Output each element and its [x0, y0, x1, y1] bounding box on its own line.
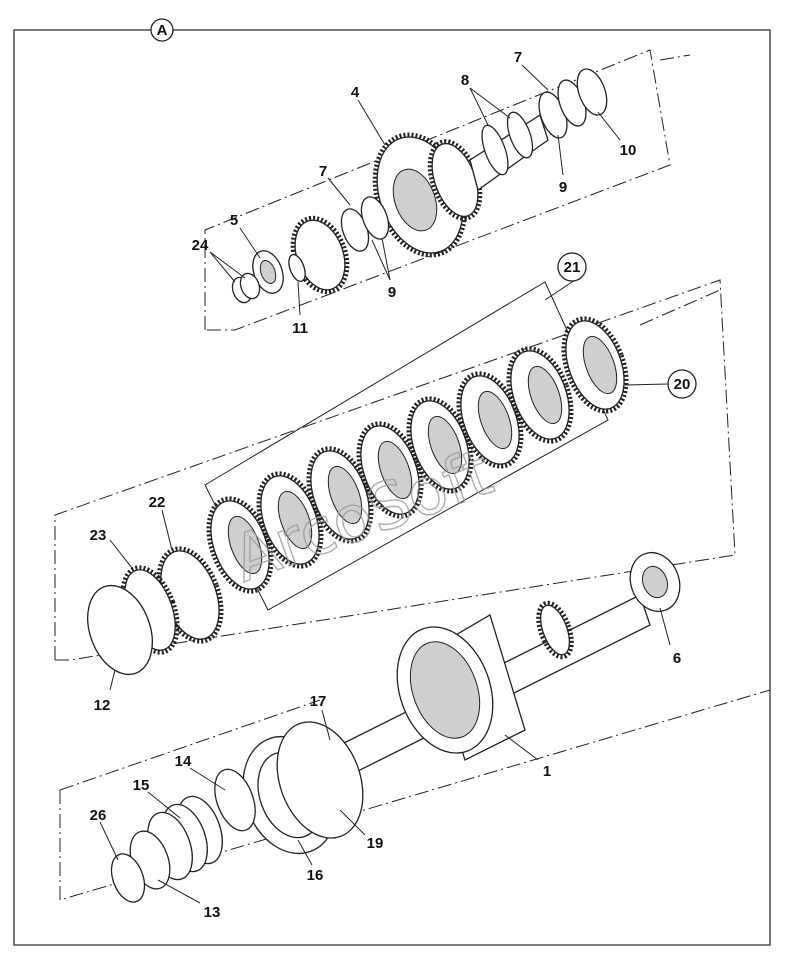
callout-14: 14: [175, 753, 192, 770]
callout-1: 1: [543, 763, 551, 780]
callout-19: 19: [367, 835, 384, 852]
callout-12: 12: [94, 697, 111, 714]
callout-22: 22: [149, 494, 166, 511]
circled-callouts: 21 20: [557, 252, 697, 399]
callout-16: 16: [307, 867, 324, 884]
clutch-plate-group: [54, 279, 736, 676]
callout-11: 11: [292, 320, 308, 337]
upper-gear-group: [204, 49, 691, 331]
view-marker: A: [150, 18, 174, 42]
leader-lines: [99, 64, 671, 904]
callout-8: 8: [461, 72, 469, 89]
callout-17: 17: [310, 693, 327, 710]
callout-7-top: 7: [514, 49, 522, 66]
callout-15: 15: [133, 777, 150, 794]
callout-9-top: 9: [559, 179, 567, 196]
view-marker-label: A: [157, 22, 168, 39]
callout-21: 21: [564, 259, 581, 276]
callout-6: 6: [673, 650, 681, 667]
callout-26: 26: [90, 807, 107, 824]
drum-shaft-group: [59, 551, 771, 903]
drawing-frame: [13, 29, 771, 946]
callout-4: 4: [351, 84, 360, 101]
callout-7-mid: 7: [319, 163, 327, 180]
callout-5: 5: [230, 212, 238, 229]
callout-9-mid: 9: [388, 284, 396, 301]
callout-10: 10: [620, 142, 637, 159]
callout-23: 23: [90, 527, 107, 544]
callout-20: 20: [674, 376, 691, 393]
clutch-plates: [206, 316, 629, 594]
callouts: 4 7 8 9 10 7 9 5 24 11 22 23 12 6 1 17 1…: [90, 49, 682, 921]
callout-13: 13: [204, 904, 221, 921]
callout-24: 24: [192, 237, 209, 254]
